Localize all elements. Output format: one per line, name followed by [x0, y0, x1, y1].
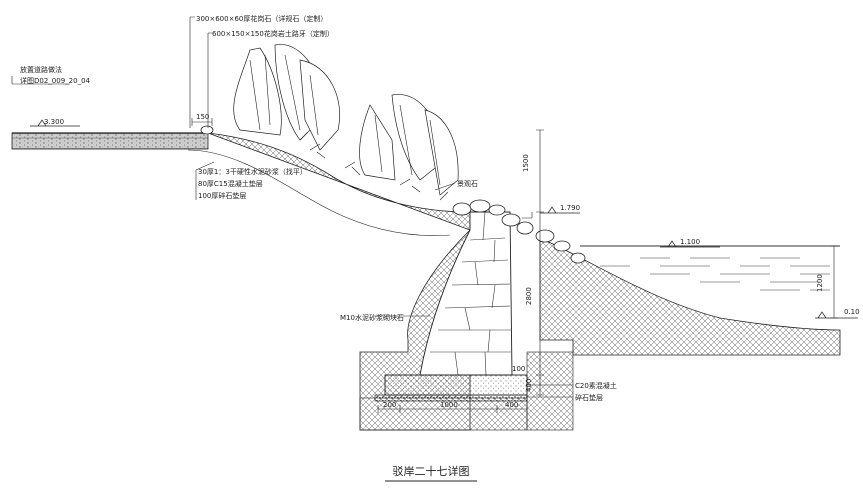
gravel-base-label: 碎石垫层	[575, 393, 603, 402]
title-text: 驳岸二十七详图	[393, 464, 470, 478]
dim-slope-height: 1500	[522, 154, 530, 172]
level-top: 3.300	[44, 118, 64, 126]
concrete-base	[374, 374, 528, 402]
annotations: 放置道路做法 详图D02_009_20_04 300×600×60厚花岗石（详规…	[20, 14, 860, 409]
soil-embankment	[187, 132, 841, 431]
masonry-wall-label: M10水泥砂浆砌块石	[340, 313, 404, 322]
level-bed: 0.10	[844, 308, 860, 316]
dimension-lines	[191, 118, 838, 413]
dim-base-thick: 400	[525, 379, 533, 392]
paving-ref-label: 详图D02_009_20_04	[20, 76, 91, 85]
level-markers	[30, 119, 858, 319]
boulder-label: 景观石	[457, 180, 478, 188]
concrete-base-label: C20素混凝土	[575, 381, 617, 390]
road-paving	[11, 132, 209, 150]
level-water: 1.100	[680, 238, 700, 246]
dim-base-right: 400	[505, 401, 518, 409]
water-body	[580, 245, 840, 291]
layer1-label: 30厚1：3干硬性水泥砂浆（找平）	[198, 167, 307, 176]
dim-top-thick: 100	[512, 365, 525, 373]
edge-stone-label: 600×150×150花岗岩土路牙（定制）	[212, 29, 334, 38]
layer3-label: 100厚碎石垫层	[198, 191, 246, 200]
dim-base-mid: 1000	[440, 401, 458, 409]
leader-lines	[11, 16, 573, 398]
dim-water-depth: 1200	[816, 274, 824, 292]
dim-wall-height: 2800	[525, 287, 533, 305]
layer2-label: 80厚C15混凝土垫层	[198, 179, 263, 188]
dim-edge-width: 150	[196, 113, 209, 121]
paving-method-label: 放置道路做法	[20, 65, 62, 74]
level-mid: 1.790	[560, 204, 580, 212]
vegetation	[233, 44, 459, 201]
kerb-stone-label: 300×600×60厚花岗石（详规石（定制）	[196, 14, 327, 23]
dim-base-left: 200	[383, 401, 396, 409]
drawing-title: 驳岸二十七详图	[385, 464, 477, 482]
boulders	[200, 125, 586, 264]
